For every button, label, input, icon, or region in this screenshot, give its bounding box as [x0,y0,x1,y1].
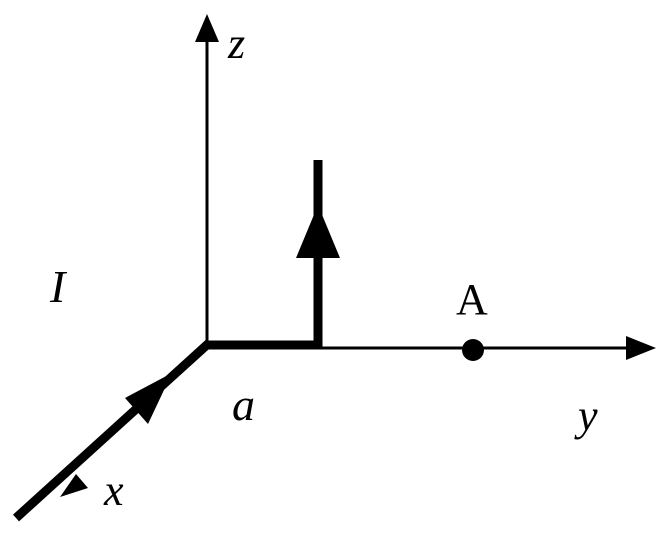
distance-label: a [232,379,255,430]
point-a-label: A [456,275,488,324]
z-axis-arrowhead-icon [195,14,219,42]
current-arrow-in-icon [125,373,172,424]
wire-segment-x [12,339,213,522]
z-axis-label: z [227,19,245,68]
x-axis-label: x [103,466,124,515]
y-axis-label: y [574,391,598,440]
point-a-dot [462,339,484,361]
y-axis-arrowhead-icon [626,336,656,360]
x-axis-arrowhead-icon [60,474,88,497]
current-label: I [49,261,68,312]
current-arrow-up-icon [296,205,340,258]
